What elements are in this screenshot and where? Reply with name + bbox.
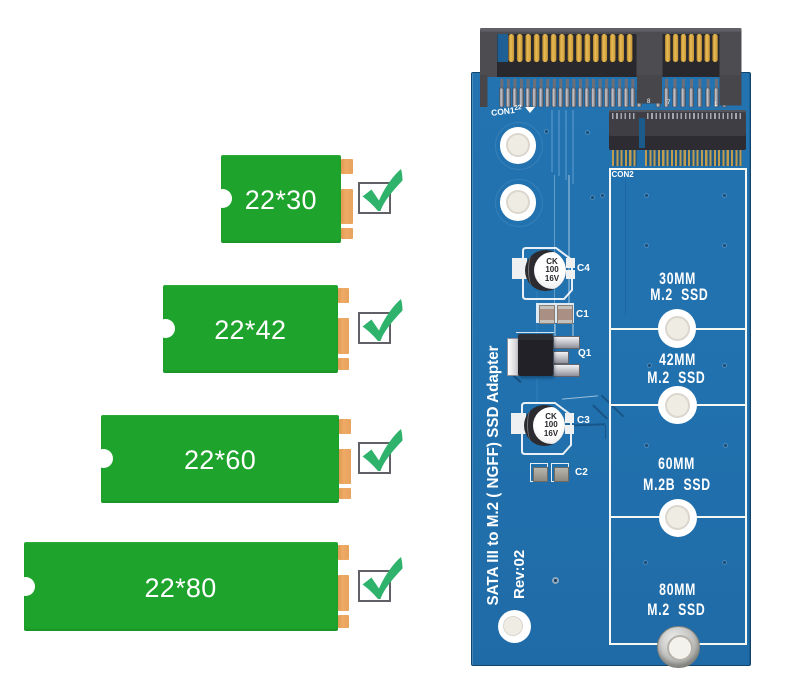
- svg-text:1: 1: [714, 102, 718, 108]
- svg-text:7: 7: [667, 100, 671, 106]
- svg-text:8: 8: [647, 99, 651, 105]
